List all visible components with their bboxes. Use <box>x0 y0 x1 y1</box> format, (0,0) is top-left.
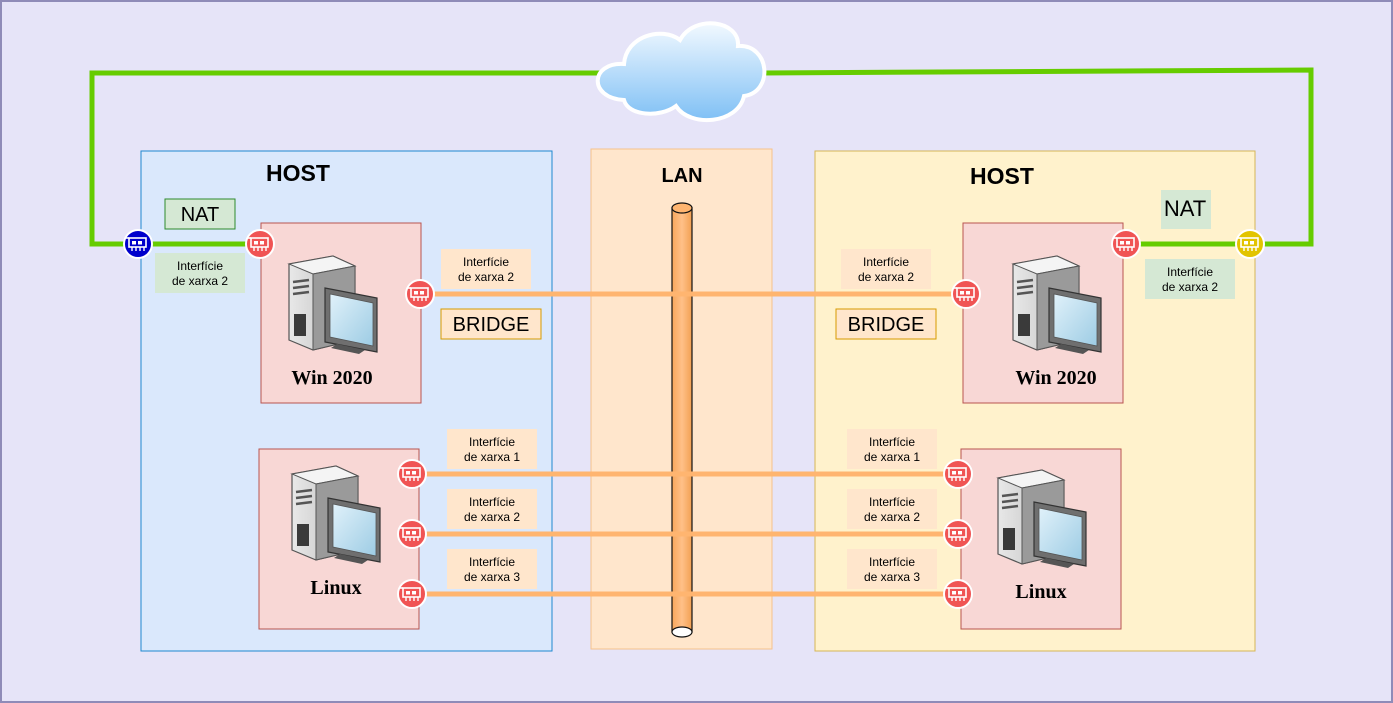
svg-text:de xarxa 3: de xarxa 3 <box>864 570 920 584</box>
left-linux-interface-note-1: Interfície de xarxa 1 <box>447 429 537 469</box>
svg-text:de xarxa 1: de xarxa 1 <box>864 450 920 464</box>
svg-text:de xarxa 1: de xarxa 1 <box>464 450 520 464</box>
left-linux-nic-3-icon[interactable] <box>397 579 427 609</box>
left-bridge-label: BRIDGE <box>453 314 530 336</box>
right-nat-label-box <box>1161 190 1211 229</box>
svg-text:de xarxa 2: de xarxa 2 <box>458 270 514 284</box>
left-win-vm-name: Win 2020 <box>291 367 372 389</box>
svg-text:de xarxa 3: de xarxa 3 <box>464 570 520 584</box>
svg-text:de xarxa 2: de xarxa 2 <box>858 270 914 284</box>
svg-text:de xarxa 2: de xarxa 2 <box>172 274 228 288</box>
svg-text:Interfície: Interfície <box>1167 265 1213 279</box>
cable-bus-icon <box>671 202 693 638</box>
svg-text:Interfície: Interfície <box>869 495 915 509</box>
right-host-title: HOST <box>970 163 1034 189</box>
left-linux-nic-2-icon[interactable] <box>397 519 427 549</box>
svg-text:Interfície: Interfície <box>869 555 915 569</box>
svg-text:de xarxa 2: de xarxa 2 <box>864 510 920 524</box>
left-host-title: HOST <box>266 160 330 186</box>
right-linux-nic-2-icon[interactable] <box>943 519 973 549</box>
right-linux-nic-3-icon[interactable] <box>943 579 973 609</box>
right-linux-interface-note-2: Interfície de xarxa 2 <box>847 489 937 529</box>
right-win-vm-name: Win 2020 <box>1015 367 1096 389</box>
left-nat-label-box <box>164 198 236 230</box>
cloud-icon <box>595 21 767 123</box>
left-linux-interface-note-3: Interfície de xarxa 3 <box>447 549 537 589</box>
svg-text:de xarxa 2: de xarxa 2 <box>1162 280 1218 294</box>
right-bridge-label: BRIDGE <box>848 314 925 336</box>
right-nat-label: NAT <box>1164 196 1206 221</box>
svg-text:Interfície: Interfície <box>863 255 909 269</box>
right-linux-interface-note-3: Interfície de xarxa 3 <box>847 549 937 589</box>
left-nat-label: NAT <box>181 204 220 226</box>
svg-text:Interfície: Interfície <box>177 259 223 273</box>
right-host-nat-nic-icon[interactable] <box>1235 229 1265 259</box>
right-linux-interface-note-1: Interfície de xarxa 1 <box>847 429 937 469</box>
right-win-nat-nic-icon[interactable] <box>1111 229 1141 259</box>
right-linux-nic-1-icon[interactable] <box>943 459 973 489</box>
left-bridge-label-box <box>440 308 542 340</box>
svg-text:Interfície: Interfície <box>469 495 515 509</box>
left-win-nat-nic-icon[interactable] <box>245 229 275 259</box>
svg-text:Interfície: Interfície <box>869 435 915 449</box>
svg-text:Interfície: Interfície <box>469 435 515 449</box>
left-nat-interface-note: Interfície de xarxa 2 <box>155 253 245 293</box>
host-left-nat-nic-icon[interactable] <box>123 229 153 259</box>
svg-text:de xarxa 2: de xarxa 2 <box>464 510 520 524</box>
right-internet-link[interactable] <box>759 67 1314 247</box>
right-win-bridge-nic-icon[interactable] <box>951 279 981 309</box>
left-win-interface-note: Interfície de xarxa 2 <box>441 249 531 289</box>
right-nat-interface-note: Interfície de xarxa 2 <box>1145 259 1235 299</box>
right-bridge-label-box <box>835 308 937 340</box>
right-linux-vm-name: Linux <box>1015 581 1066 603</box>
left-linux-vm-name: Linux <box>310 577 361 599</box>
left-win-bridge-nic-icon[interactable] <box>405 279 435 309</box>
left-internet-link[interactable] <box>89 70 604 247</box>
lan-title: LAN <box>661 165 702 187</box>
right-win-interface-note: Interfície de xarxa 2 <box>841 249 931 289</box>
left-linux-interface-note-2: Interfície de xarxa 2 <box>447 489 537 529</box>
svg-text:Interfície: Interfície <box>469 555 515 569</box>
left-linux-nic-1-icon[interactable] <box>397 459 427 489</box>
svg-text:Interfície: Interfície <box>463 255 509 269</box>
